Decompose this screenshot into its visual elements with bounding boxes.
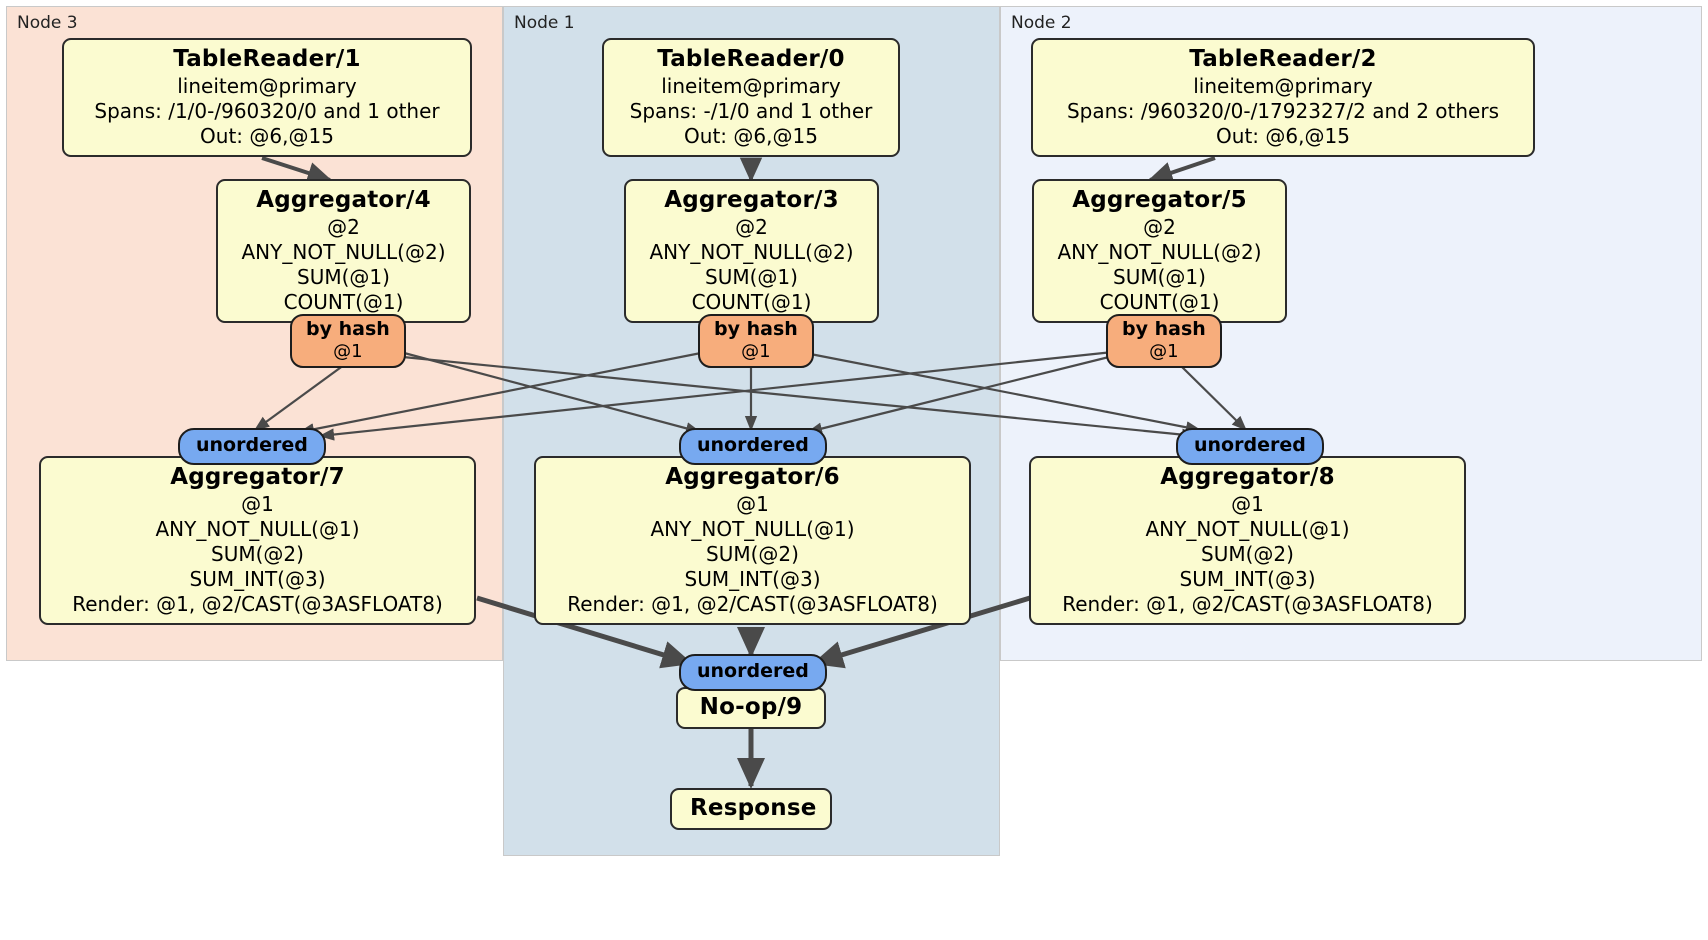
processor-detail: COUNT(@1) bbox=[1099, 290, 1220, 314]
processor-table-reader-2[interactable]: TableReader/2 lineitem@primary Spans: /9… bbox=[1031, 38, 1535, 157]
processor-detail: Spans: -/1/0 and 1 other bbox=[629, 99, 873, 123]
processor-title: TableReader/2 bbox=[1189, 46, 1377, 72]
router-title: by hash bbox=[1122, 318, 1206, 340]
processor-detail: SUM_INT(@3) bbox=[684, 567, 821, 591]
processor-detail: Out: @6,@15 bbox=[200, 124, 334, 148]
processor-detail: ANY_NOT_NULL(@1) bbox=[1145, 517, 1350, 541]
processor-detail: @2 bbox=[735, 215, 768, 239]
processor-title: Aggregator/4 bbox=[256, 187, 431, 213]
processor-aggregator-3[interactable]: Aggregator/3 @2 ANY_NOT_NULL(@2) SUM(@1)… bbox=[624, 179, 879, 323]
processor-detail: ANY_NOT_NULL(@1) bbox=[155, 517, 360, 541]
router-column: @1 bbox=[1149, 341, 1179, 362]
output-router-by-hash-left[interactable]: by hash @1 bbox=[290, 314, 406, 368]
processor-detail: SUM(@2) bbox=[211, 542, 304, 566]
synchronizer-unordered-right[interactable]: unordered bbox=[1176, 428, 1324, 465]
router-title: by hash bbox=[714, 318, 798, 340]
processor-detail: SUM_INT(@3) bbox=[1179, 567, 1316, 591]
processor-detail: Out: @6,@15 bbox=[684, 124, 818, 148]
processor-title: Aggregator/6 bbox=[665, 464, 840, 490]
processor-title: Response bbox=[690, 795, 817, 821]
processor-detail: Out: @6,@15 bbox=[1216, 124, 1350, 148]
processor-detail: Spans: /1/0-/960320/0 and 1 other bbox=[94, 99, 440, 123]
processor-detail: ANY_NOT_NULL(@2) bbox=[649, 240, 854, 264]
processor-aggregator-4[interactable]: Aggregator/4 @2 ANY_NOT_NULL(@2) SUM(@1)… bbox=[216, 179, 471, 323]
router-column: @1 bbox=[741, 341, 771, 362]
node-panel-label-node2: Node 2 bbox=[1011, 13, 1072, 33]
processor-detail: @2 bbox=[1143, 215, 1176, 239]
processor-detail: SUM(@1) bbox=[1113, 265, 1206, 289]
processor-detail: Spans: /960320/0-/1792327/2 and 2 others bbox=[1066, 99, 1499, 123]
processor-title: Aggregator/5 bbox=[1072, 187, 1247, 213]
processor-detail: @1 bbox=[1231, 492, 1264, 516]
processor-detail: lineitem@primary bbox=[661, 74, 841, 98]
processor-detail: SUM(@2) bbox=[706, 542, 799, 566]
processor-detail: ANY_NOT_NULL(@1) bbox=[650, 517, 855, 541]
processor-detail: ANY_NOT_NULL(@2) bbox=[241, 240, 446, 264]
processor-detail: lineitem@primary bbox=[177, 74, 357, 98]
synchronizer-unordered-final[interactable]: unordered bbox=[679, 654, 827, 691]
output-router-by-hash-right[interactable]: by hash @1 bbox=[1106, 314, 1222, 368]
processor-title: Aggregator/7 bbox=[170, 464, 345, 490]
processor-detail: COUNT(@1) bbox=[691, 290, 812, 314]
processor-title: TableReader/1 bbox=[173, 46, 361, 72]
processor-detail: Render: @1, @2/CAST(@3ASFLOAT8) bbox=[72, 592, 443, 616]
processor-title: Aggregator/8 bbox=[1160, 464, 1335, 490]
processor-detail: @1 bbox=[736, 492, 769, 516]
processor-response[interactable]: Response bbox=[670, 788, 832, 830]
processor-detail: SUM_INT(@3) bbox=[189, 567, 326, 591]
router-column: @1 bbox=[333, 341, 363, 362]
synchronizer-unordered-left[interactable]: unordered bbox=[178, 428, 326, 465]
processor-detail: Render: @1, @2/CAST(@3ASFLOAT8) bbox=[1062, 592, 1433, 616]
node-panel-label-node3: Node 3 bbox=[17, 13, 78, 33]
processor-aggregator-7[interactable]: Aggregator/7 @1 ANY_NOT_NULL(@1) SUM(@2)… bbox=[39, 456, 476, 625]
processor-detail: lineitem@primary bbox=[1193, 74, 1373, 98]
processor-title: Aggregator/3 bbox=[664, 187, 839, 213]
processor-detail: ANY_NOT_NULL(@2) bbox=[1057, 240, 1262, 264]
processor-aggregator-6[interactable]: Aggregator/6 @1 ANY_NOT_NULL(@1) SUM(@2)… bbox=[534, 456, 971, 625]
synchronizer-unordered-center[interactable]: unordered bbox=[679, 428, 827, 465]
processor-detail: COUNT(@1) bbox=[283, 290, 404, 314]
output-router-by-hash-center[interactable]: by hash @1 bbox=[698, 314, 814, 368]
processor-detail: SUM(@2) bbox=[1201, 542, 1294, 566]
processor-aggregator-5[interactable]: Aggregator/5 @2 ANY_NOT_NULL(@2) SUM(@1)… bbox=[1032, 179, 1287, 323]
processor-detail: SUM(@1) bbox=[705, 265, 798, 289]
processor-no-op-9[interactable]: No-op/9 bbox=[676, 687, 826, 729]
processor-detail: Render: @1, @2/CAST(@3ASFLOAT8) bbox=[567, 592, 938, 616]
processor-detail: @1 bbox=[241, 492, 274, 516]
processor-detail: SUM(@1) bbox=[297, 265, 390, 289]
processor-title: TableReader/0 bbox=[657, 46, 845, 72]
node-panel-label-node1: Node 1 bbox=[514, 13, 575, 33]
router-title: by hash bbox=[306, 318, 390, 340]
processor-aggregator-8[interactable]: Aggregator/8 @1 ANY_NOT_NULL(@1) SUM(@2)… bbox=[1029, 456, 1466, 625]
processor-table-reader-0[interactable]: TableReader/0 lineitem@primary Spans: -/… bbox=[602, 38, 900, 157]
processor-detail: @2 bbox=[327, 215, 360, 239]
processor-table-reader-1[interactable]: TableReader/1 lineitem@primary Spans: /1… bbox=[62, 38, 472, 157]
processor-title: No-op/9 bbox=[699, 694, 803, 720]
